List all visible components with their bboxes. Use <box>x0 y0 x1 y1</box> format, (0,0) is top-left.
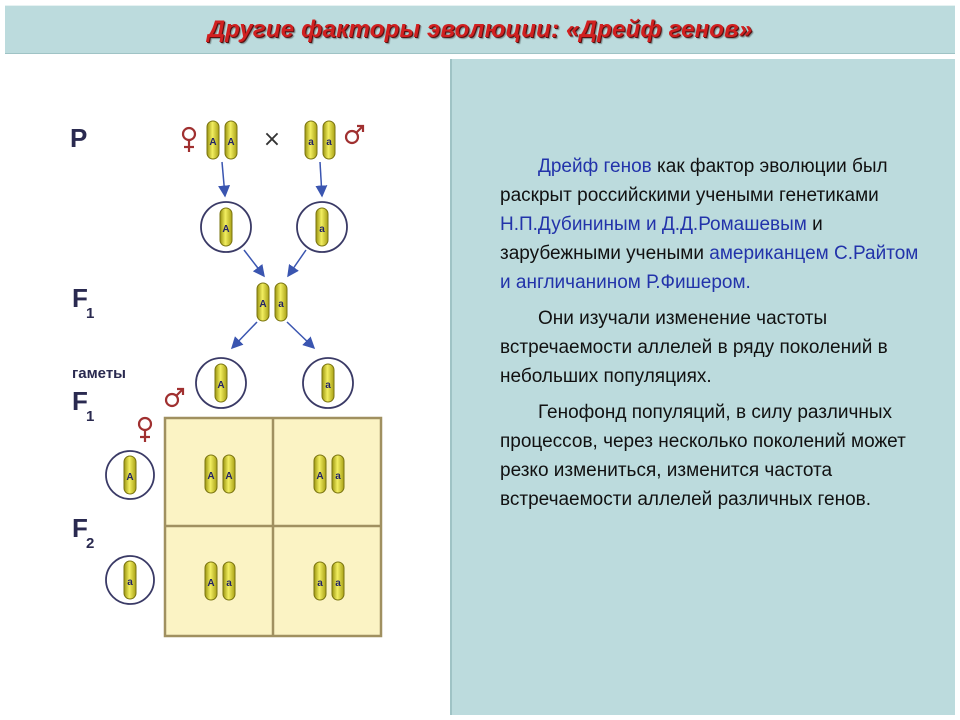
chromosome <box>315 207 329 247</box>
chromosome <box>224 120 238 160</box>
f1-chromosomes: A a <box>256 282 288 322</box>
male-symbol-icon <box>344 124 365 145</box>
parent-female-chromosomes: A A <box>206 120 238 160</box>
male-symbol-icon-f1 <box>164 387 185 408</box>
allele-label: a <box>326 137 332 148</box>
female-symbol-icon-f1 <box>137 416 153 442</box>
f1-gamete-circle-left: A <box>195 357 247 409</box>
chromosome <box>123 560 137 600</box>
info-paragraph-2: Они изучали изменение частоты встречаемо… <box>500 308 888 387</box>
label-f2-letter: F <box>72 513 88 543</box>
allele-label: a <box>319 224 325 235</box>
label-f1: F 1 <box>72 283 94 322</box>
genetics-diagram: P F 1 гаметы F 1 F 2 × A A <box>70 120 383 638</box>
info-panel: Дрейф генов как фактор эволюции был раск… <box>450 59 955 715</box>
arrow <box>287 249 307 278</box>
f1-gamete-circle-right: a <box>302 357 354 409</box>
punnett-square: A A A a A a a a <box>163 416 383 638</box>
chromosome <box>331 561 345 601</box>
chromosome <box>204 454 218 494</box>
cross-symbol: × <box>263 127 281 152</box>
allele-label: A <box>217 380 224 391</box>
allele-label: a <box>278 299 284 310</box>
allele-label: A <box>259 299 266 310</box>
label-p: P <box>70 123 87 153</box>
gamete-circle-right: a <box>296 201 348 253</box>
chromosome <box>313 454 327 494</box>
allele-label: a <box>127 577 133 588</box>
allele-label: A <box>209 137 216 148</box>
info-text: Дрейф генов как фактор эволюции был раск… <box>500 152 920 521</box>
term-gene-drift: Дрейф генов <box>538 156 652 177</box>
allele-label: A <box>207 578 214 589</box>
label-f1-gametes: F 1 <box>72 386 94 425</box>
label-f2-sub: 2 <box>86 535 94 552</box>
allele-label: A <box>222 224 229 235</box>
arrow <box>315 161 328 198</box>
label-f2: F 2 <box>72 513 94 552</box>
allele-label: A <box>316 471 323 482</box>
info-text-span: как фактор эволюции был раскрыт российск… <box>500 156 888 206</box>
row-gamete-bottom: a <box>105 555 155 605</box>
arrow <box>230 321 258 350</box>
chromosome <box>222 561 236 601</box>
info-paragraph-3: Генофонд популяций, в силу различных про… <box>500 402 906 510</box>
gamete-circle-left: A <box>200 201 252 253</box>
allele-label: a <box>325 380 331 391</box>
chromosome <box>321 363 335 403</box>
info-paragraph-1: Дрейф генов как фактор эволюции был раск… <box>500 152 920 297</box>
arrow <box>286 321 316 350</box>
title-bar: Другие факторы эволюции: «Дрейф генов» <box>5 5 955 54</box>
chromosome <box>256 282 270 322</box>
slide-title: Другие факторы эволюции: «Дрейф генов» <box>207 15 753 43</box>
russian-scientists: Н.П.Дубининым и Д.Д.Ромашевым <box>500 214 807 235</box>
row-gamete-top: A <box>105 450 155 500</box>
chromosome <box>206 120 220 160</box>
chromosome <box>204 561 218 601</box>
parent-male-chromosomes: a a <box>304 120 336 160</box>
chromosome <box>123 455 137 495</box>
allele-label: a <box>335 578 341 589</box>
label-f1-letter: F <box>72 283 88 313</box>
allele-label: A <box>225 471 232 482</box>
chromosome <box>331 454 345 494</box>
allele-label: a <box>335 471 341 482</box>
info-text-span: и зарубежными учеными <box>500 214 823 264</box>
chromosome <box>219 207 233 247</box>
female-symbol-icon <box>181 126 197 152</box>
arrow <box>218 161 231 198</box>
allele-label: A <box>207 471 214 482</box>
chromosome <box>214 363 228 403</box>
allele-label: A <box>227 137 234 148</box>
foreign-scientists: американцем С.Райтом и англичанином Р.Фи… <box>500 243 919 293</box>
label-gametes: гаметы <box>72 365 126 382</box>
label-f1g-sub: 1 <box>86 408 94 425</box>
label-f1-sub: 1 <box>86 305 94 322</box>
punnett-cell-aa-het-bottom: A a <box>204 561 236 601</box>
allele-label: a <box>308 137 314 148</box>
allele-label: A <box>126 472 133 483</box>
allele-label: a <box>317 578 323 589</box>
punnett-cell-recessive: a a <box>313 561 345 601</box>
chromosome <box>274 282 288 322</box>
chromosome <box>313 561 327 601</box>
label-f1g-letter: F <box>72 386 88 416</box>
allele-label: a <box>226 578 232 589</box>
chromosome <box>222 454 236 494</box>
arrow <box>243 249 265 278</box>
punnett-cell-aa-het-top: A a <box>313 454 345 494</box>
chromosome <box>304 120 318 160</box>
punnett-cell-aa: A A <box>204 454 236 494</box>
chromosome <box>322 120 336 160</box>
